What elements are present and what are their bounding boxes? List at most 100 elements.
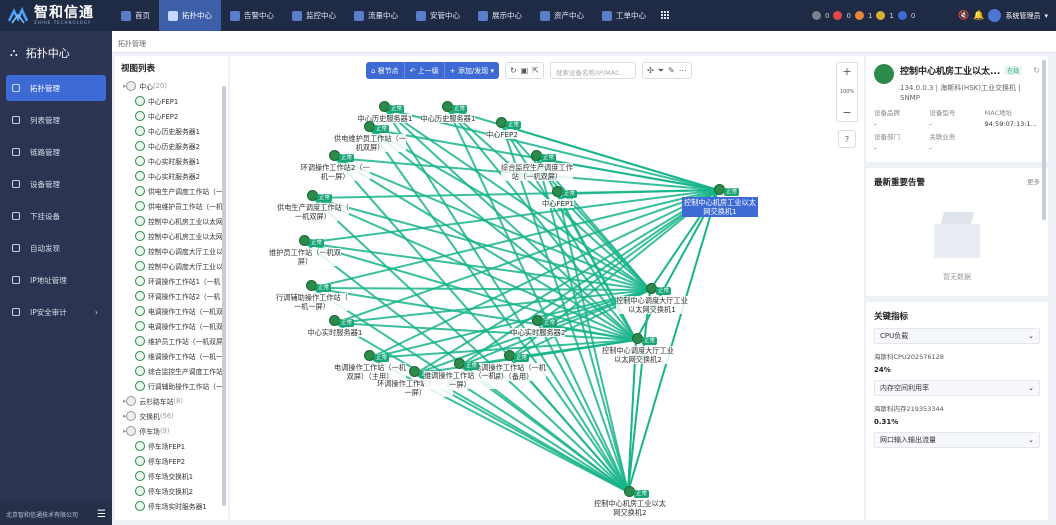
- link-line[interactable]: [557, 193, 637, 341]
- sidebar-item[interactable]: 自动发现: [6, 235, 106, 261]
- tree-item[interactable]: 行调辅助操作工作站（一: [115, 378, 228, 393]
- link-line[interactable]: [627, 189, 719, 493]
- device-node-label[interactable]: 环调操作工作站2（一 机一屏）: [300, 163, 370, 181]
- layout-icon[interactable]: ✣: [646, 66, 654, 75]
- link-line[interactable]: [334, 189, 719, 324]
- alarm-count-dot[interactable]: [833, 11, 843, 20]
- device-name[interactable]: 控制中心机房工业以太...: [900, 67, 1001, 77]
- tree-item[interactable]: 停车场交换机2: [115, 483, 228, 498]
- expand-arrow-icon[interactable]: ▸: [123, 426, 127, 435]
- device-node-label[interactable]: 中心FEP1: [542, 199, 574, 208]
- device-node-label[interactable]: 中心历史服务器1: [357, 114, 413, 123]
- kpi-dropdown[interactable]: CPU负载⌄: [874, 328, 1040, 344]
- link-line[interactable]: [311, 287, 629, 493]
- tree-item[interactable]: 中心实时服务器1: [115, 153, 228, 168]
- link-line[interactable]: [369, 289, 651, 359]
- device-node-label[interactable]: 中心FEP2: [486, 130, 518, 139]
- edit-icon[interactable]: ✎: [668, 66, 675, 75]
- app-logo[interactable]: 智和信通 ZHIHE TECHNOLOGY: [0, 0, 112, 31]
- link-line[interactable]: [501, 124, 719, 191]
- device-search-input[interactable]: 搜索设备名称/IP/MAC: [549, 62, 636, 79]
- nav-item[interactable]: 流量中心: [345, 0, 407, 31]
- tree-group[interactable]: ▸ 停车场(9): [115, 423, 228, 438]
- nav-item[interactable]: 首页: [112, 0, 159, 31]
- link-line[interactable]: [369, 128, 651, 291]
- filter-icon[interactable]: ⏷: [657, 65, 665, 75]
- refresh-icon[interactable]: ↻: [1033, 66, 1040, 75]
- device-node-label[interactable]: 控制中心机房工业以太 网交换机2: [594, 499, 666, 517]
- kpi-dropdown[interactable]: 网口输入输出流量⌄: [874, 432, 1040, 448]
- menu-collapse-icon[interactable]: ☰: [97, 508, 106, 520]
- link-line[interactable]: [447, 108, 629, 493]
- more-link[interactable]: 更多: [1027, 178, 1040, 186]
- tree-item[interactable]: 环调操作工作站1（一机: [115, 273, 228, 288]
- sidebar-item[interactable]: 链路管理: [6, 139, 106, 165]
- tree-item[interactable]: 控制中心调度大厅工业以: [115, 243, 228, 258]
- more-icon[interactable]: ⋯: [678, 66, 687, 75]
- tree-item[interactable]: 停车场FEP2: [115, 453, 228, 468]
- link-line[interactable]: [384, 108, 637, 341]
- link-line[interactable]: [557, 193, 651, 291]
- tree-group[interactable]: ▸ 云杉路车站(8): [115, 393, 228, 408]
- tree-item[interactable]: 控制中心调度大厅工业以: [115, 258, 228, 273]
- link-line[interactable]: [557, 189, 719, 195]
- tree-item[interactable]: 维护员工作站（一机双屏: [115, 333, 228, 348]
- tree-item[interactable]: 停车场交换机1: [115, 468, 228, 483]
- device-node-label[interactable]: 控制中心调度大厅工业 以太网交换机2: [602, 346, 674, 364]
- link-line[interactable]: [304, 242, 637, 341]
- tree-scrollbar[interactable]: [222, 86, 226, 506]
- export-icon[interactable]: ⇱: [532, 66, 539, 75]
- link-line[interactable]: [414, 189, 719, 375]
- link-line[interactable]: [459, 189, 719, 367]
- sidebar-item[interactable]: 拓扑管理: [6, 75, 106, 101]
- link-line[interactable]: [311, 189, 719, 289]
- nav-item[interactable]: 展示中心: [469, 0, 531, 31]
- expand-arrow-icon[interactable]: ▸: [123, 81, 127, 90]
- link-line[interactable]: [369, 128, 629, 493]
- tree-item[interactable]: 综合监控生产调度工作站: [115, 363, 228, 378]
- refresh-icon[interactable]: ↻: [509, 66, 517, 75]
- tree-item[interactable]: 供电维护员工作站（一机: [115, 198, 228, 213]
- tree-item[interactable]: 停车场实时服务器1: [115, 498, 228, 513]
- nav-item[interactable]: 资产中心: [531, 0, 593, 31]
- tree-item[interactable]: 维调操作工作站（一机一: [115, 348, 228, 363]
- sidebar-item[interactable]: IP安全审计›: [6, 299, 106, 325]
- tree-item[interactable]: 中心历史服务器1: [115, 123, 228, 138]
- link-line[interactable]: [459, 339, 637, 367]
- link-line[interactable]: [312, 197, 629, 493]
- alarm-count-dot[interactable]: [897, 11, 907, 20]
- tree-item[interactable]: 供电生产调度工作站（一: [115, 183, 228, 198]
- sidebar-item[interactable]: IP地址管理: [6, 267, 106, 293]
- nav-item[interactable]: 告警中心: [221, 0, 283, 31]
- alarm-count-dot[interactable]: [812, 11, 821, 20]
- device-node-label[interactable]: 供电维护员工作站（一 机双屏）: [334, 134, 406, 152]
- tree-item[interactable]: 环调操作工作站2（一机: [115, 288, 228, 303]
- device-node-label[interactable]: 中心历史服务器1: [420, 114, 476, 123]
- link-line[interactable]: [311, 287, 651, 291]
- link-line[interactable]: [334, 289, 651, 324]
- alarm-count-dot[interactable]: [876, 11, 886, 20]
- add-discover-button[interactable]: + 添加/发现 ▾: [449, 66, 494, 75]
- tree-item[interactable]: 中心实时服务器2: [115, 168, 228, 183]
- expand-arrow-icon[interactable]: ▸: [123, 411, 127, 420]
- device-node-label[interactable]: 行调辅助操作工作站（ 一机一屏）: [276, 293, 348, 311]
- save-icon[interactable]: ▣: [520, 66, 529, 75]
- nav-item[interactable]: 拓扑中心: [159, 0, 221, 31]
- device-node-label[interactable]: 维调操作工作站（一机 一屏）: [424, 371, 496, 389]
- tree-group[interactable]: ▸ 中心(20): [115, 78, 228, 93]
- mute-icon[interactable]: 🔇: [958, 10, 970, 21]
- up-level-button[interactable]: ↶ 上一级: [405, 62, 445, 79]
- device-node-label[interactable]: 中心实时服务器2: [510, 328, 566, 337]
- device-node-label[interactable]: 电调操作工作站（一机 双屏）（主用）: [334, 363, 406, 381]
- tree-item[interactable]: 中心FEP1: [115, 93, 228, 108]
- device-node-label[interactable]: 维护员工作站（一机双 屏）: [269, 248, 341, 266]
- tree-item[interactable]: 控制中心机房工业以太网: [115, 213, 228, 228]
- nav-item[interactable]: 工单中心: [593, 0, 655, 31]
- root-node-button[interactable]: ⌂ 根节点: [366, 62, 405, 79]
- expand-arrow-icon[interactable]: ▸: [123, 396, 127, 405]
- tree-item[interactable]: 电调操作工作站（一机双: [115, 303, 228, 318]
- apps-grid-icon[interactable]: [661, 11, 670, 20]
- tree-item[interactable]: 停车场FEP1: [115, 438, 228, 453]
- tree-item[interactable]: 电调操作工作站（一机双: [115, 318, 228, 333]
